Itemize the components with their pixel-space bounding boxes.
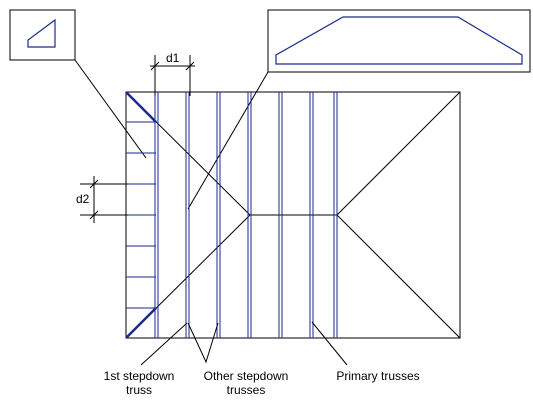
truncated-truss-profile-inset bbox=[267, 9, 531, 73]
other-stepdown-label-line2: trusses bbox=[227, 383, 266, 397]
d1-dimension bbox=[150, 55, 195, 96]
primary-truss-3 bbox=[333, 92, 338, 338]
stepdown-truss-profile-shape bbox=[27, 18, 56, 48]
first-stepdown-label-line1: 1st stepdown bbox=[104, 369, 175, 383]
jack-trusses bbox=[126, 121, 156, 309]
primary-truss-1 bbox=[278, 92, 283, 338]
corner-truss-bottom bbox=[125, 307, 157, 339]
leader-primary bbox=[311, 321, 348, 366]
leader-first-stepdown bbox=[140, 322, 188, 366]
d2-label: d2 bbox=[76, 192, 90, 206]
stepdown-truss-profile-inset bbox=[9, 9, 76, 61]
other-stepdown-label-line1: Other stepdown bbox=[204, 369, 289, 383]
hip-line-top-right bbox=[336, 91, 461, 216]
primary-trusses-label: Primary trusses bbox=[336, 369, 419, 383]
first-stepdown-truss bbox=[154, 92, 159, 338]
hip-line-bottom-right bbox=[336, 214, 461, 339]
leader-line-truncated-inset bbox=[187, 71, 269, 210]
corner-truss-top bbox=[125, 91, 157, 123]
first-stepdown-label-line2: truss bbox=[126, 383, 152, 397]
vertical-trusses bbox=[154, 92, 338, 338]
d1-label: d1 bbox=[166, 51, 180, 65]
leader-other-stepdown bbox=[187, 322, 219, 364]
stepdown-truss-3 bbox=[216, 92, 221, 338]
stepdown-truss-4 bbox=[247, 92, 252, 338]
truncated-truss-profile-shape bbox=[275, 16, 523, 65]
primary-truss-2 bbox=[309, 92, 314, 338]
stepdown-truss-2 bbox=[185, 92, 190, 338]
d2-dimension bbox=[80, 176, 128, 223]
leader-line-stepdown-inset bbox=[74, 59, 147, 159]
